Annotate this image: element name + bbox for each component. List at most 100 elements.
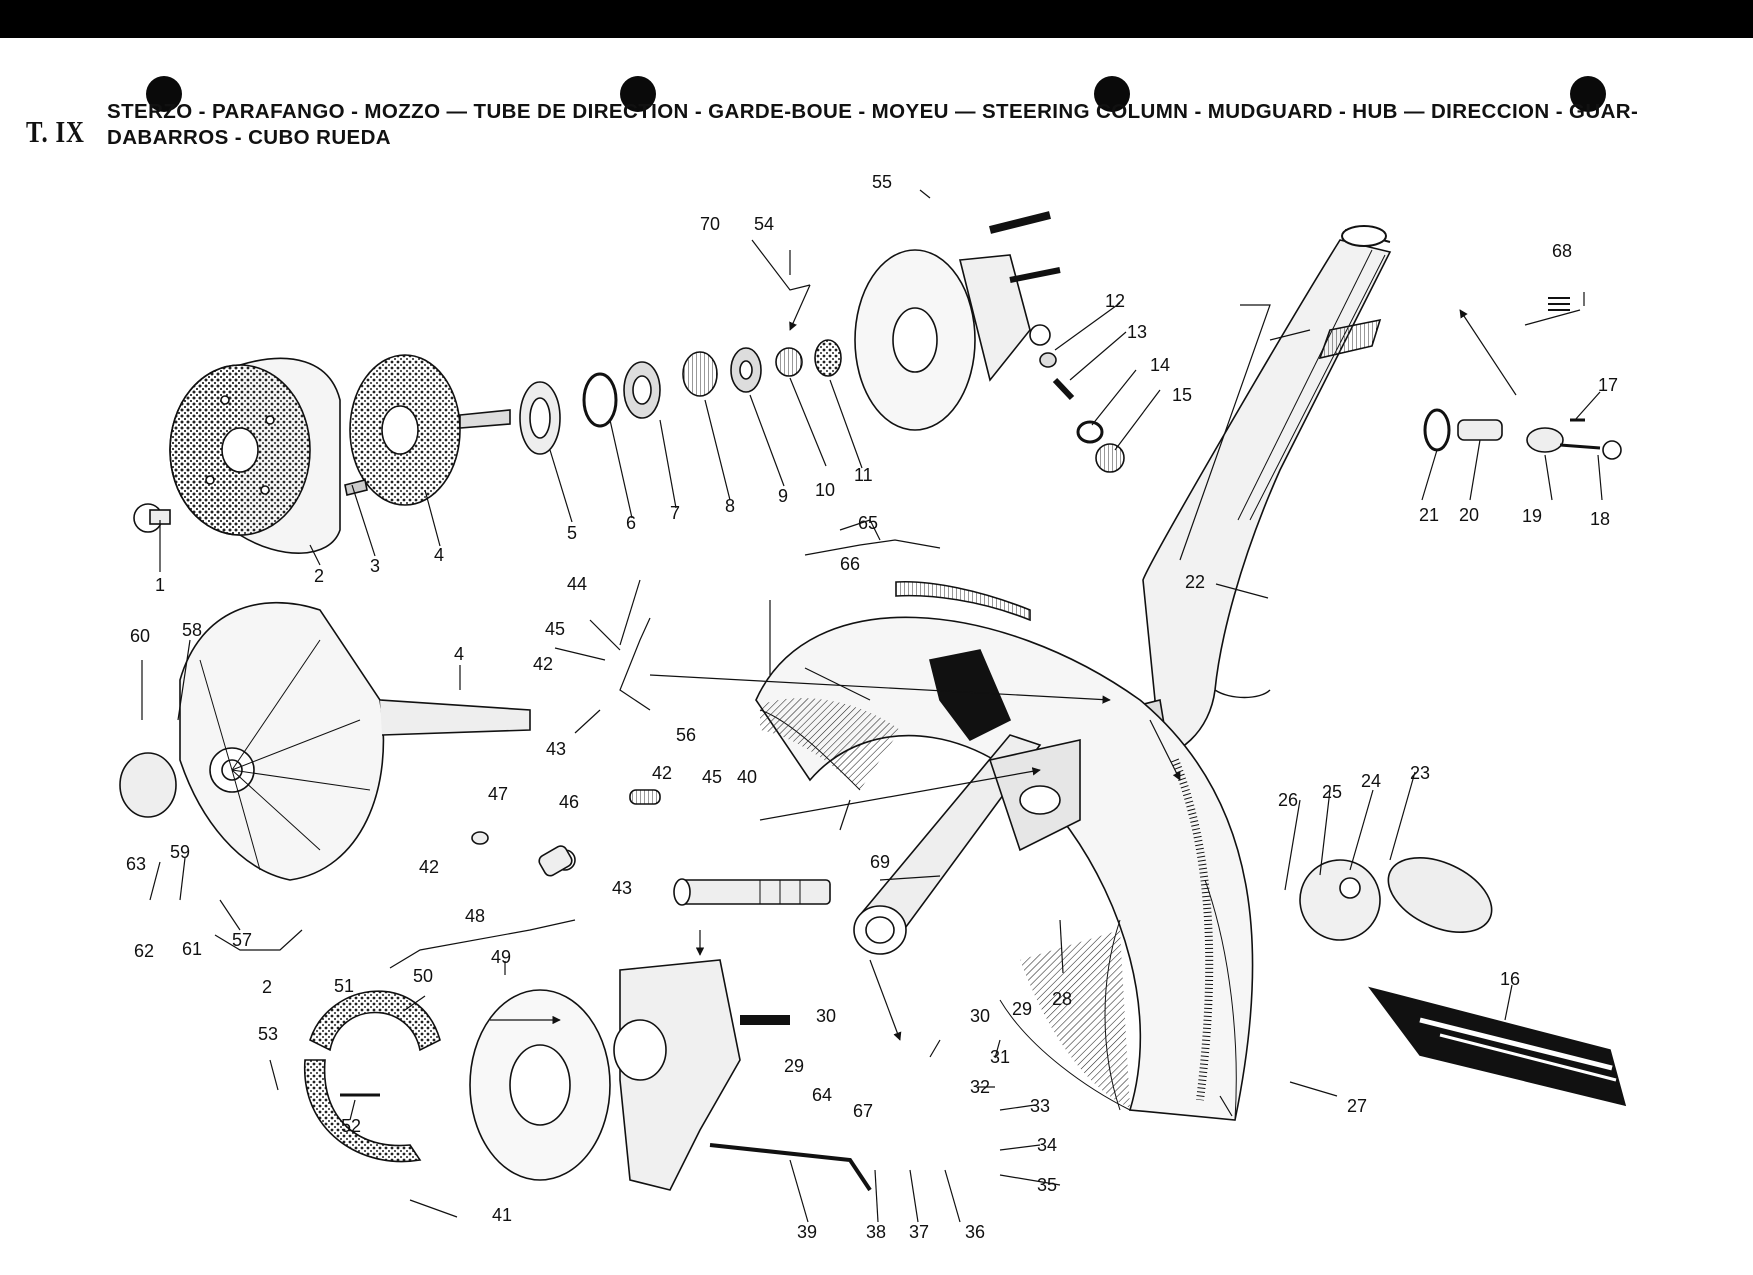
part-label-45b: 45 (702, 767, 722, 787)
scan-top-edge (0, 0, 1753, 38)
spring-68 (1548, 297, 1570, 311)
stud-40 (629, 789, 661, 805)
part-label-18: 18 (1590, 509, 1610, 529)
mudguard-trim (895, 580, 1031, 622)
part-label-55: 55 (872, 172, 892, 192)
part-label-51: 51 (334, 976, 354, 996)
part-label-1: 1 (155, 575, 165, 595)
part-label-36: 36 (965, 1222, 985, 1242)
part-label-59: 59 (170, 842, 190, 862)
part-label-35: 35 (1037, 1175, 1057, 1195)
part-label-22: 22 (1185, 572, 1205, 592)
part-label-32: 32 (970, 1077, 990, 1097)
part-label-28: 28 (1052, 989, 1072, 1009)
brake-carrier (613, 959, 872, 1192)
nut-24 (1339, 877, 1361, 899)
part-label-42a: 42 (533, 654, 553, 674)
fork-arm (853, 734, 1081, 955)
part-label-63: 63 (126, 854, 146, 874)
brake-backing-plate (469, 989, 611, 1181)
part-label-25: 25 (1322, 782, 1342, 802)
part-label-65: 65 (858, 513, 878, 533)
part-label-29a: 29 (784, 1056, 804, 1076)
part-label-42c: 42 (419, 857, 439, 877)
part-label-2b: 2 (262, 977, 272, 997)
binder-hole-1 (146, 76, 182, 112)
part-label-30b: 30 (970, 1006, 990, 1026)
drum-bolt (133, 503, 171, 533)
hub-flange (349, 354, 511, 506)
bearing-stack (519, 339, 842, 455)
part-label-62: 62 (134, 941, 154, 961)
bolt-47 (471, 831, 489, 845)
decal-stripe (1367, 986, 1627, 1107)
steering-column-tube (1138, 225, 1392, 761)
part-label-61: 61 (182, 939, 202, 959)
part-label-54: 54 (754, 214, 774, 234)
part-label-12: 12 (1105, 291, 1125, 311)
part-label-6: 6 (626, 513, 636, 533)
part-label-16: 16 (1500, 969, 1520, 989)
part-label-23: 23 (1410, 763, 1430, 783)
part-label-14: 14 (1150, 355, 1170, 375)
part-label-56: 56 (676, 725, 696, 745)
part-label-38: 38 (866, 1222, 886, 1242)
part-label-47: 47 (488, 784, 508, 804)
screw-13 (1052, 377, 1075, 401)
part-label-53: 53 (258, 1024, 278, 1044)
part-label-49: 49 (491, 947, 511, 967)
part-label-42b: 42 (652, 763, 672, 783)
part-label-24: 24 (1361, 771, 1381, 791)
part-label-43a: 43 (546, 739, 566, 759)
part-label-30a: 30 (816, 1006, 836, 1026)
brake-drum (169, 357, 341, 554)
part-label-50: 50 (413, 966, 433, 986)
part-label-4: 4 (434, 545, 444, 565)
part-label-60: 60 (130, 626, 150, 646)
part-label-64: 64 (812, 1085, 832, 1105)
bracket-26 (1299, 859, 1381, 941)
part-label-40: 40 (737, 767, 757, 787)
part-label-33: 33 (1030, 1096, 1050, 1116)
washer-14 (1076, 420, 1104, 444)
part-label-67: 67 (853, 1101, 873, 1121)
part-label-7: 7 (670, 503, 680, 523)
header-title-line-2: DABARROS - CUBO RUEDA (107, 126, 392, 149)
part-label-44: 44 (567, 574, 587, 594)
part-label-48: 48 (465, 906, 485, 926)
wheel-spindle (673, 878, 831, 906)
part-label-52: 52 (341, 1116, 361, 1136)
part-label-2: 2 (314, 566, 324, 586)
part-label-26: 26 (1278, 790, 1298, 810)
part-label-66: 66 (840, 554, 860, 574)
part-label-34: 34 (1037, 1135, 1057, 1155)
front-mudguard (755, 616, 1254, 1121)
group-brackets (214, 239, 1581, 969)
lock-plate-19 (1526, 427, 1564, 453)
grease-nipple (1039, 352, 1057, 368)
part-label-58: 58 (182, 620, 202, 640)
part-label-45a: 45 (545, 619, 565, 639)
key-18 (1559, 443, 1601, 450)
part-label-27: 27 (1347, 1096, 1367, 1116)
part-label-37: 37 (909, 1222, 929, 1242)
part-label-8: 8 (725, 496, 735, 516)
part-label-31: 31 (990, 1047, 1010, 1067)
ring-21 (1423, 408, 1451, 452)
part-label-5: 5 (567, 523, 577, 543)
part-label-17: 17 (1598, 375, 1618, 395)
part-label-21: 21 (1419, 505, 1439, 525)
binder-hole-2 (620, 76, 656, 112)
drum-stud (344, 479, 368, 496)
part-label-41: 41 (492, 1205, 512, 1225)
part-label-68: 68 (1552, 241, 1572, 261)
part-label-43b: 43 (612, 878, 632, 898)
brake-shoes (304, 990, 441, 1163)
part-label-15: 15 (1172, 385, 1192, 405)
part-label-39: 39 (797, 1222, 817, 1242)
plate-number: T. IX (26, 114, 85, 149)
header-title-line-1: STERZO - PARAFANGO - MOZZO — TUBE DE DIR… (107, 100, 1639, 123)
part-label-13: 13 (1127, 322, 1147, 342)
lock-cylinder-20 (1457, 419, 1503, 441)
